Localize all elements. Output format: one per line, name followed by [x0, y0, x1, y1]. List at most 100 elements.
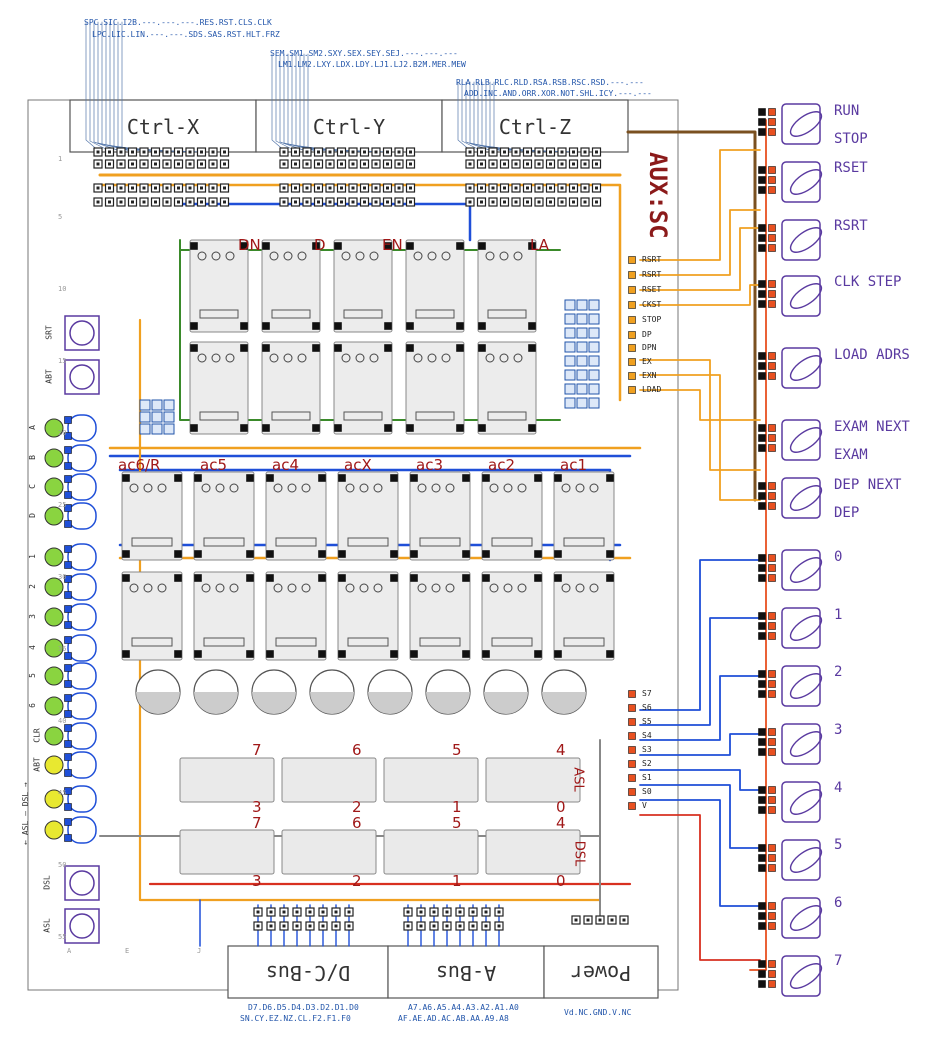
pad-dot — [308, 910, 312, 914]
pad-dot — [468, 186, 472, 190]
pad-dot — [595, 162, 598, 166]
pad-dot — [363, 162, 366, 166]
toggle-lever — [789, 485, 823, 511]
relay-coil — [271, 309, 311, 319]
led — [44, 547, 64, 567]
trace — [639, 617, 761, 726]
pad-dot — [282, 200, 286, 204]
pad — [758, 612, 766, 620]
pad — [122, 550, 130, 558]
pad — [262, 344, 270, 352]
pad-dot — [131, 162, 134, 166]
pad — [64, 710, 72, 718]
trace — [639, 733, 761, 756]
pad-dot — [223, 200, 226, 204]
relay-contact — [345, 483, 355, 493]
relay-contact — [359, 483, 369, 493]
pad-dot — [572, 162, 575, 166]
relay-contact — [355, 251, 365, 261]
asl-digit: 1 — [452, 798, 462, 816]
pad — [758, 690, 766, 698]
relay-contact — [503, 583, 513, 593]
s-pin-label: S1 — [642, 773, 652, 782]
pad — [194, 650, 202, 658]
pad — [190, 322, 198, 330]
pad-dot — [131, 150, 134, 154]
pad — [758, 290, 766, 298]
toggle-lever — [789, 789, 823, 815]
pad-dot — [351, 150, 355, 154]
pad — [758, 424, 766, 432]
pad — [240, 242, 248, 250]
pad-dot — [549, 186, 552, 190]
relay — [333, 341, 393, 435]
toggle-lever — [789, 847, 823, 873]
pad — [758, 564, 766, 572]
pad-dot — [560, 200, 564, 204]
pad — [768, 372, 776, 380]
pad — [384, 242, 392, 250]
pad — [628, 788, 636, 796]
pad — [628, 301, 636, 309]
pad — [64, 769, 72, 777]
pad — [190, 344, 198, 352]
pad-dot — [177, 150, 180, 154]
pad — [266, 550, 274, 558]
relay-contact — [417, 483, 427, 493]
toggle-switch — [781, 347, 821, 389]
pad-dot — [409, 150, 412, 154]
pad — [410, 574, 418, 582]
relay-coil — [131, 537, 173, 547]
data-switch-label-1: 1 — [834, 607, 843, 623]
trace — [98, 183, 622, 402]
relay-contact — [513, 251, 523, 261]
relay-contact — [373, 483, 383, 493]
relay-contact — [129, 583, 139, 593]
pad — [262, 242, 270, 250]
jumper — [576, 327, 588, 339]
pad — [768, 738, 776, 746]
dc-bus-label-1: D7.D6.D5.D4.D3.D2.D1.D0 — [248, 1003, 359, 1012]
pad-dot — [334, 924, 338, 928]
push-button-cap — [69, 913, 95, 939]
relay-coil — [275, 637, 317, 647]
pad-dot — [480, 162, 483, 166]
push-button-cap — [69, 320, 95, 346]
relay-contact — [341, 251, 351, 261]
pad-dot — [308, 924, 312, 928]
pad — [312, 424, 320, 432]
relay — [405, 239, 465, 333]
pad-dot — [409, 162, 412, 166]
pad-dot — [503, 150, 506, 154]
s-pin-label: S6 — [642, 703, 652, 712]
grid-row-label: 55 — [58, 933, 67, 941]
pad-dot — [305, 162, 309, 166]
pad — [338, 574, 346, 582]
pad-dot — [340, 186, 343, 190]
aux-pin-label: EX — [642, 357, 652, 366]
pad — [768, 574, 776, 582]
relay — [477, 341, 537, 435]
relay-contact — [513, 353, 523, 363]
trace — [639, 149, 761, 261]
pad — [758, 108, 766, 116]
pad-dot — [200, 200, 203, 204]
led-label: 6 — [27, 703, 37, 708]
aux-pin-label: RSRT — [642, 255, 662, 264]
pad-dot — [560, 150, 564, 154]
trace — [639, 227, 761, 291]
relay-strip — [383, 757, 479, 803]
relay-contact — [445, 483, 455, 493]
pad — [240, 322, 248, 330]
relay-contact — [561, 483, 571, 493]
pad — [338, 474, 346, 482]
pad — [194, 550, 202, 558]
relay-contact — [201, 483, 211, 493]
toggle-lever — [789, 673, 823, 699]
capacitor-shade — [310, 692, 354, 714]
pad — [190, 424, 198, 432]
aux-pin-label: DP — [642, 330, 652, 339]
a-bus-outline — [387, 945, 545, 999]
relay-contact — [297, 251, 307, 261]
